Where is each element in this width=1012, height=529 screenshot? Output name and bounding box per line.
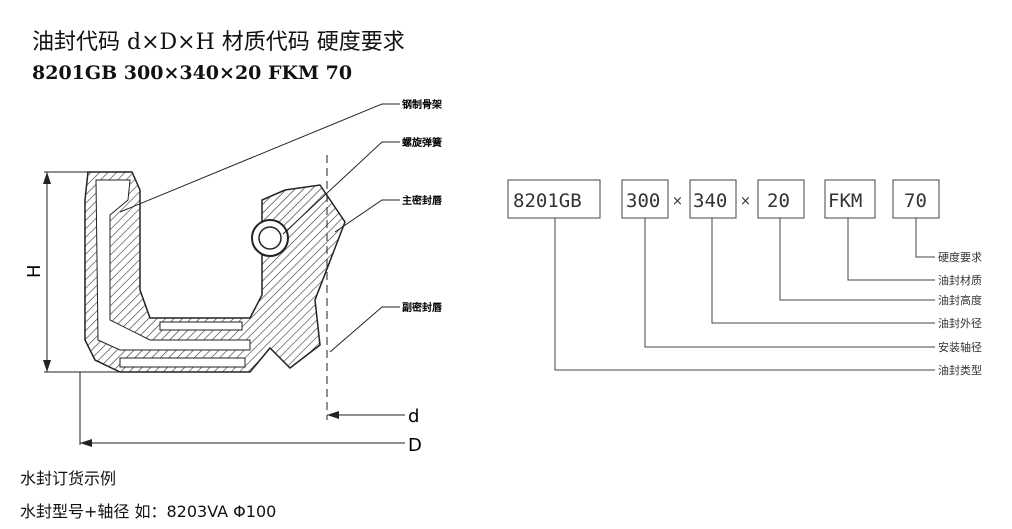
code-box-outer: 340 — [693, 190, 727, 212]
separator: × — [672, 194, 683, 209]
label-outer-diameter: 油封外径 — [938, 316, 982, 330]
water-seal-order-example: 水封型号+轴径 如：8203VA Φ100 — [20, 502, 277, 521]
code-format-heading: 油封代码 d×D×H 材质代码 硬度要求 — [32, 30, 405, 55]
dimension-D-label: D — [408, 435, 422, 456]
code-box-type: 8201GB — [513, 190, 582, 212]
callout-steel-frame: 钢制骨架 — [402, 98, 442, 111]
code-box-height: 20 — [767, 190, 790, 212]
water-seal-order-title: 水封订货示例 — [20, 469, 117, 488]
code-breakdown — [507, 179, 940, 371]
label-height: 油封高度 — [938, 293, 982, 307]
label-seal-type: 油封类型 — [938, 363, 982, 377]
label-material: 油封材质 — [938, 273, 982, 287]
dimension-h-label: H — [24, 264, 45, 278]
callout-secondary-lip: 副密封唇 — [402, 301, 443, 314]
callout-spring: 螺旋弹簧 — [402, 136, 442, 149]
code-example-heading: 8201GB 300×340×20 FKM 70 — [32, 62, 353, 84]
code-box-hardness: 70 — [904, 190, 927, 212]
callout-main-lip: 主密封唇 — [402, 194, 443, 207]
separator: × — [740, 194, 751, 209]
dimension-d-label: d — [408, 406, 419, 427]
code-box-material: FKM — [828, 190, 862, 212]
label-shaft-diameter: 安装轴径 — [938, 340, 982, 354]
label-hardness: 硬度要求 — [938, 250, 982, 264]
code-box-shaft: 300 — [626, 190, 660, 212]
seal-cross-section: H d D 钢制骨架 螺旋弹簧 主密封唇 副密封唇 — [24, 98, 443, 456]
